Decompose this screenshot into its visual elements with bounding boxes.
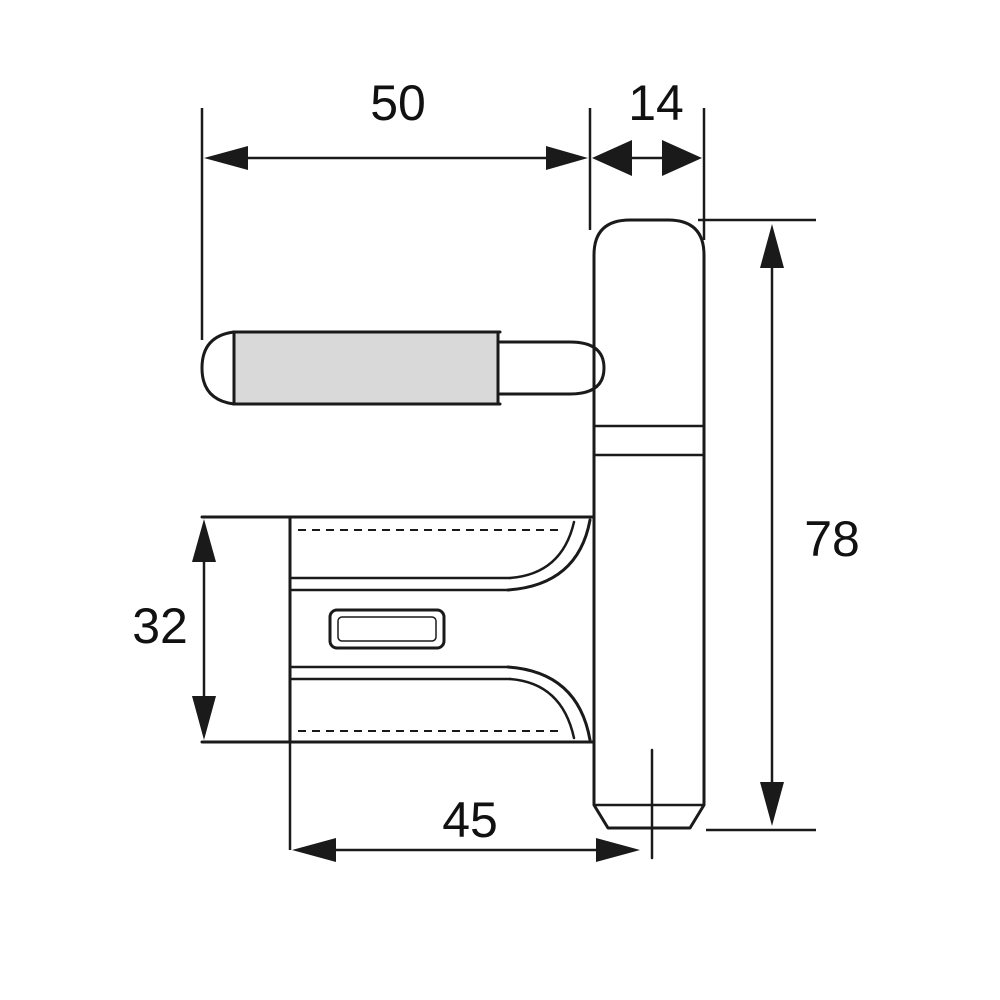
pin-sleeve xyxy=(232,330,500,406)
hinge-pin xyxy=(200,330,606,406)
dimension-label-50: 50 xyxy=(370,75,426,131)
dimension-bracket-length: 45 xyxy=(288,742,640,862)
dimension-label-78: 78 xyxy=(804,511,860,567)
dimension-pin-length: 50 xyxy=(200,75,592,340)
mounting-bracket xyxy=(200,515,596,744)
dimension-bracket-height: 32 xyxy=(132,519,216,740)
dimension-label-45: 45 xyxy=(442,792,498,848)
hinge-barrel xyxy=(592,218,706,860)
dimension-label-14: 14 xyxy=(628,75,684,131)
dimension-barrel-width: 14 xyxy=(592,75,706,240)
dimension-label-32: 32 xyxy=(132,598,188,654)
bracket-slot xyxy=(328,608,446,650)
dimension-barrel-height: 78 xyxy=(698,218,860,832)
